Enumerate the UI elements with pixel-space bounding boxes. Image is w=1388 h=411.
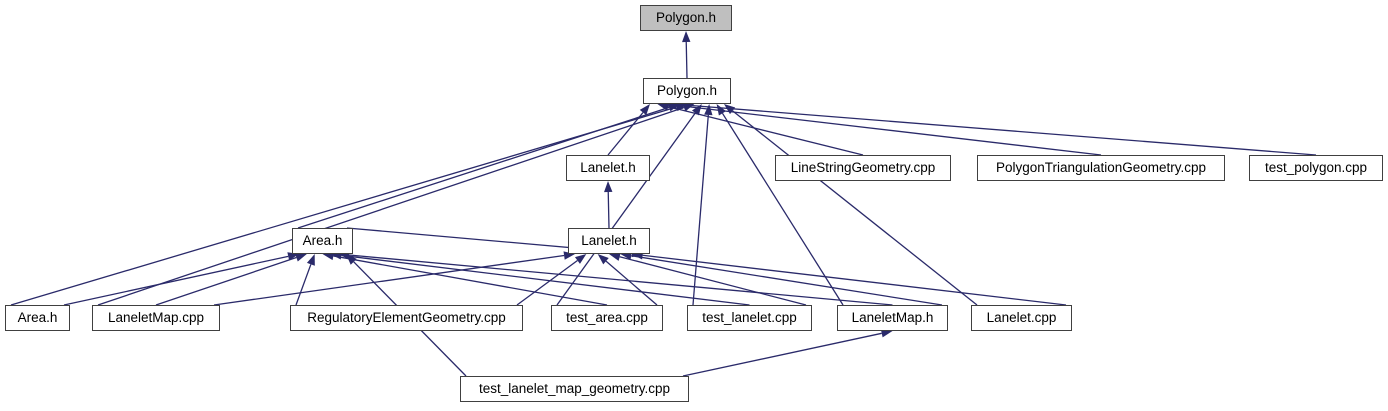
graph-arrowhead-test_lanelet-to-polygon_h bbox=[704, 104, 713, 116]
graph-arrowhead-regulatoryelement-to-lanelet_h_mid bbox=[574, 254, 587, 264]
graph-node-test_polygon[interactable]: test_polygon.cpp bbox=[1249, 155, 1383, 181]
graph-node-area_h_mid[interactable]: Area.h bbox=[292, 228, 353, 254]
graph-edge-test_area-to-polygon_h bbox=[556, 112, 696, 306]
graph-node-lanelet_cpp[interactable]: Lanelet.cpp bbox=[971, 305, 1072, 331]
graph-edge-area_h_bottom-to-polygon_h bbox=[10, 106, 677, 306]
graph-arrowhead-test_area-to-lanelet_h_mid bbox=[597, 254, 609, 265]
graph-edge-test_area-to-area_h_mid bbox=[333, 255, 608, 306]
graph-edge-area_h_bottom-to-area_h_mid bbox=[63, 255, 289, 306]
graph-edge-polygon_h-to-polygon_h_top bbox=[685, 41, 688, 79]
graph-arrowhead-lanelet_cpp-to-polygon_h bbox=[724, 104, 736, 115]
graph-edge-laneletmap_h-to-area_h_mid bbox=[349, 254, 893, 306]
graph-node-polygontriangulation[interactable]: PolygonTriangulationGeometry.cpp bbox=[977, 155, 1225, 181]
graph-edge-laneletmap_h-to-polygon_h bbox=[721, 112, 844, 306]
graph-node-area_h_bottom[interactable]: Area.h bbox=[5, 305, 70, 331]
graph-arrowhead-laneletmap_h-to-polygon_h bbox=[716, 104, 727, 116]
graph-edge-linestringgeometry-to-polygon_h bbox=[667, 106, 864, 156]
graph-edge-polygontriangulation-to-polygon_h bbox=[675, 104, 1102, 156]
graph-arrowhead-polygon_h-to-polygon_h_top bbox=[682, 31, 691, 43]
graph-node-laneletmap_h[interactable]: LaneletMap.h bbox=[837, 305, 948, 331]
graph-arrowhead-laneletmap_cpp-to-polygon_h bbox=[682, 103, 695, 112]
graph-node-test_lanelet[interactable]: test_lanelet.cpp bbox=[687, 305, 812, 331]
graph-edge-laneletmap_cpp-to-polygon_h bbox=[97, 106, 685, 306]
graph-arrowhead-area_h_mid-to-polygon_h bbox=[667, 103, 680, 112]
graph-edge-lanelet_cpp-to-lanelet_h_mid bbox=[642, 254, 1067, 306]
graph-edge-test_lanelet-to-lanelet_h_mid bbox=[619, 256, 807, 306]
graph-node-test_lanelet_map_geo[interactable]: test_lanelet_map_geometry.cpp bbox=[460, 376, 689, 402]
graph-edge-laneletmap_h-to-lanelet_h_mid bbox=[631, 255, 943, 306]
graph-edge-test_polygon-to-polygon_h bbox=[683, 104, 1317, 156]
graph-edge-regulatoryelement-to-lanelet_h_mid bbox=[516, 259, 578, 306]
graph-edge-test_lanelet-to-area_h_mid bbox=[341, 254, 750, 306]
graph-node-regulatoryelement[interactable]: RegulatoryElementGeometry.cpp bbox=[290, 305, 523, 331]
graph-edge-lanelet_h_upper-to-polygon_h bbox=[607, 112, 644, 156]
graph-edge-test_lanelet_map_geo-to-laneletmap_h bbox=[682, 332, 882, 377]
graph-edge-test_area-to-lanelet_h_mid bbox=[605, 260, 658, 306]
graph-arrowhead-test_lanelet_map_geo-to-area_h_mid bbox=[346, 254, 357, 265]
graph-arrowhead-regulatoryelement-to-area_h_mid bbox=[306, 254, 315, 266]
graph-edge-lanelet_h_mid-to-lanelet_h_upper bbox=[607, 191, 610, 229]
graph-arrowhead-lanelet_h_mid-to-lanelet_h_upper bbox=[604, 181, 613, 193]
graph-edge-laneletmap_cpp-to-lanelet_h_mid bbox=[213, 254, 565, 306]
graph-node-polygon_h[interactable]: Polygon.h bbox=[643, 78, 731, 104]
graph-edge-lanelet_cpp-to-polygon_h bbox=[732, 110, 978, 306]
graph-node-laneletmap_cpp[interactable]: LaneletMap.cpp bbox=[92, 305, 220, 331]
graph-node-polygon_h_top[interactable]: Polygon.h bbox=[640, 5, 732, 31]
graph-arrowhead-laneletmap_cpp-to-area_h_mid bbox=[295, 253, 307, 262]
graph-node-test_area[interactable]: test_area.cpp bbox=[551, 305, 663, 331]
graph-node-lanelet_h_mid[interactable]: Lanelet.h bbox=[568, 228, 650, 254]
graph-arrowhead-test_area-to-polygon_h bbox=[691, 104, 702, 116]
graph-edge-test_lanelet-to-polygon_h bbox=[692, 114, 709, 306]
graph-node-linestringgeometry[interactable]: LineStringGeometry.cpp bbox=[775, 155, 951, 181]
graph-arrowhead-area_h_bottom-to-polygon_h bbox=[675, 103, 687, 112]
graph-arrowhead-lanelet_h_upper-to-polygon_h bbox=[639, 104, 650, 116]
graph-edge-regulatoryelement-to-area_h_mid bbox=[295, 264, 312, 306]
graph-node-lanelet_h_upper[interactable]: Lanelet.h bbox=[566, 155, 650, 181]
graph-edge-laneletmap_cpp-to-area_h_mid bbox=[155, 256, 297, 306]
